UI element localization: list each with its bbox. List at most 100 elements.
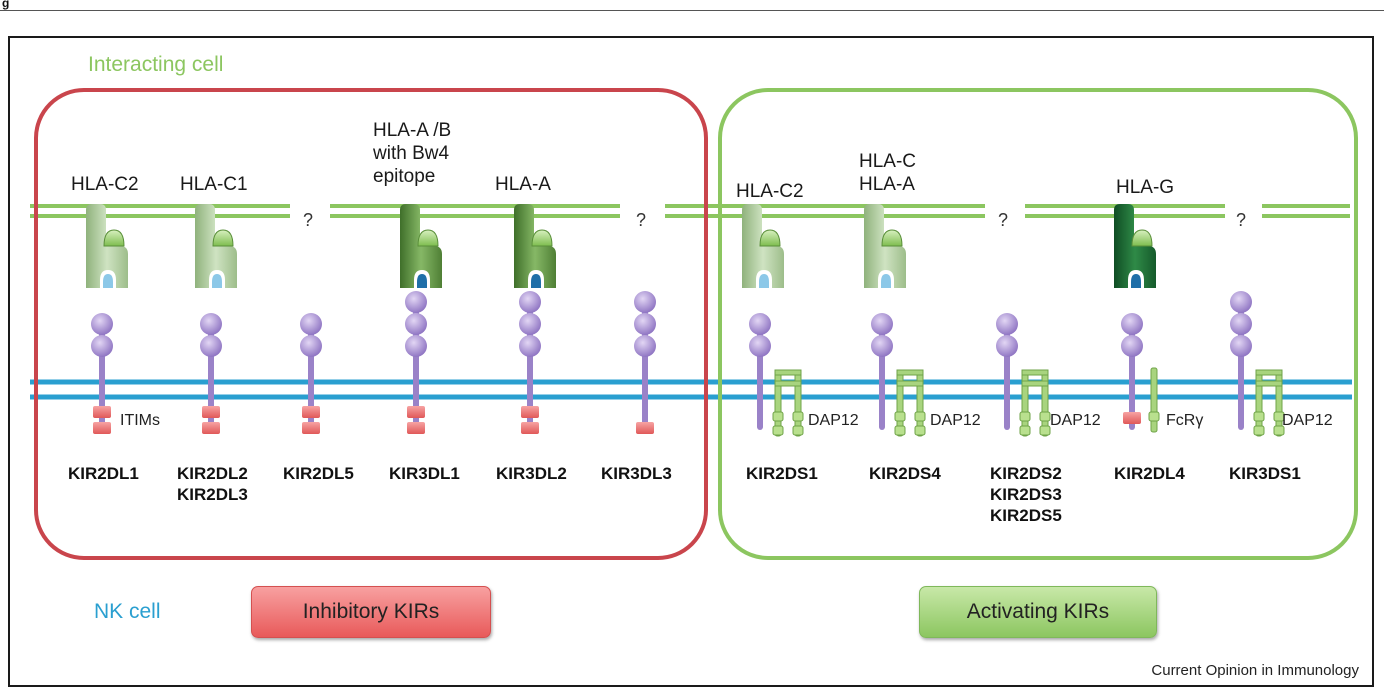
receptor-activating-4 (1230, 291, 1252, 430)
ig-domain (749, 313, 771, 335)
ig-domain (405, 291, 427, 313)
itam-motif (1273, 411, 1285, 422)
dap12-adaptor-1 (894, 369, 926, 437)
peptide-cap (531, 229, 553, 247)
itim-motif (93, 422, 111, 434)
inhibitory-kirs-legend: Inhibitory KIRs (251, 586, 491, 638)
ligand-label-kir3dl1: HLA-A /B with Bw4 epitope (373, 120, 452, 187)
adaptor-label-kir2dl4: FcRγ (1166, 412, 1204, 429)
figure-frame (8, 36, 1374, 687)
b2m-domain (759, 274, 769, 288)
activating-kirs-legend: Activating KIRs (919, 586, 1157, 638)
ig-domain (200, 313, 222, 335)
ligand-label-kir2dl1: HLA-C2 (71, 174, 139, 195)
peptide-cap (759, 229, 781, 247)
adaptor-bridge (1255, 369, 1283, 376)
receptor-activating-0 (749, 313, 771, 430)
adaptor-label-kir2ds4: DAP12 (930, 412, 981, 429)
receptor-name-kir2dl5: KIR2DL5 (283, 464, 354, 483)
ig-domain (1121, 313, 1143, 335)
ig-domain (519, 335, 541, 357)
itim-motif (521, 422, 539, 434)
b2m-domain (1131, 274, 1141, 288)
itam-motif (792, 425, 804, 436)
receptor-name-kir3dl1: KIR3DL1 (389, 464, 460, 483)
receptor-inhibitory-5 (634, 291, 656, 430)
ig-domain (1230, 313, 1252, 335)
receptor-activating-3 (1121, 313, 1143, 430)
hla-ligand-activating-1 (864, 204, 906, 288)
receptor-activating-2 (996, 313, 1018, 430)
ig-domain (634, 313, 656, 335)
adaptor-label-kir2ds1: DAP12 (808, 412, 859, 429)
ig-domain (519, 313, 541, 335)
dap12-adaptor-4 (1253, 369, 1285, 437)
peptide-cap (212, 229, 234, 247)
credit-label: Current Opinion in Immunology (1151, 662, 1359, 679)
hla-ligand-inhibitory-4 (514, 204, 556, 288)
itam-motif (1253, 425, 1265, 436)
b2m-domain (881, 274, 891, 288)
receptor-activating-1 (871, 313, 893, 430)
activating-group-box (718, 88, 1358, 560)
ig-domain (300, 335, 322, 357)
ig-domain (91, 313, 113, 335)
itims-label: ITIMs (120, 412, 160, 429)
itam-motif (894, 411, 906, 422)
ig-domain (634, 291, 656, 313)
ig-domain (996, 335, 1018, 357)
adaptor-bridge (1021, 380, 1049, 387)
hla-ligand-inhibitory-1 (195, 204, 237, 288)
itam-motif (1039, 425, 1051, 436)
itim-group (636, 422, 654, 434)
fcr-adaptor-3 (1148, 367, 1160, 433)
itim-motif (93, 406, 111, 418)
adaptor-label-kir3ds1: DAP12 (1282, 412, 1333, 429)
itim-motif (407, 422, 425, 434)
interacting-cell-label: Interacting cell (88, 53, 224, 76)
receptor-inhibitory-3 (405, 291, 427, 430)
hla-ligand-activating-3 (1114, 204, 1156, 288)
inhibitory-group-box (34, 88, 708, 560)
ligand-label-kir2dl4: HLA-G (1116, 177, 1175, 198)
figure-label: g (2, 0, 10, 10)
hla-ligand-inhibitory-0 (86, 204, 128, 288)
ig-domain (300, 313, 322, 335)
ig-domain (1230, 335, 1252, 357)
top-rule (0, 10, 1384, 11)
adaptor-label-kir2ds2: DAP12 (1050, 412, 1101, 429)
receptor-inhibitory-2 (300, 313, 322, 430)
receptor-name-kir2ds4: KIR2DS4 (869, 464, 941, 483)
ligand-label-kir2ds1: HLA-C2 (736, 181, 804, 202)
ig-domain (519, 291, 541, 313)
itim-motif (636, 422, 654, 434)
receptor-inhibitory-4 (519, 291, 541, 430)
receptor-name-kir3dl2: KIR3DL2 (496, 464, 567, 483)
receptor-name-kir2dl4: KIR2DL4 (1114, 464, 1185, 483)
receptor-name-kir3ds1: KIR3DS1 (1229, 464, 1301, 483)
dap12-adaptor-2 (1019, 369, 1051, 437)
itim-motif (302, 406, 320, 418)
ligand-label-kir3dl2: HLA-A (495, 174, 551, 195)
ligand-label-kir2dl2: HLA-C1 (180, 174, 248, 195)
receptor-name-kir3dl3: KIR3DL3 (601, 464, 672, 483)
hla-ligand-activating-0 (742, 204, 784, 288)
itam-motif (1039, 411, 1051, 422)
hla-ligand-inhibitory-3 (400, 204, 442, 288)
adaptor-bridge (896, 369, 924, 376)
receptor-inhibitory-1 (200, 313, 222, 430)
peptide-cap (417, 229, 439, 247)
ligand-unknown-kir2dl5: ? (303, 210, 314, 230)
ig-domain (405, 313, 427, 335)
adaptor-chain (1150, 367, 1158, 433)
adaptor-bridge (896, 380, 924, 387)
ig-domain (996, 313, 1018, 335)
b2m-domain (103, 274, 113, 288)
itim-motif (407, 406, 425, 418)
itam-motif (772, 425, 784, 436)
adaptor-bridge (774, 369, 802, 376)
ig-domain (91, 335, 113, 357)
